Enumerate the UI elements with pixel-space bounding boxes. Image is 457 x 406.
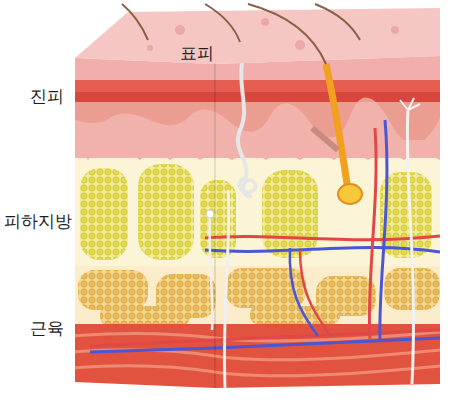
skin-surface <box>75 8 440 64</box>
layer-label: 근육 <box>30 318 64 338</box>
skin-layers <box>70 50 450 388</box>
hair-strands <box>122 4 360 64</box>
layer-label: 피하지방 <box>4 211 72 231</box>
layer-label: 표피 <box>180 43 214 63</box>
layer-label: 진피 <box>30 86 64 106</box>
